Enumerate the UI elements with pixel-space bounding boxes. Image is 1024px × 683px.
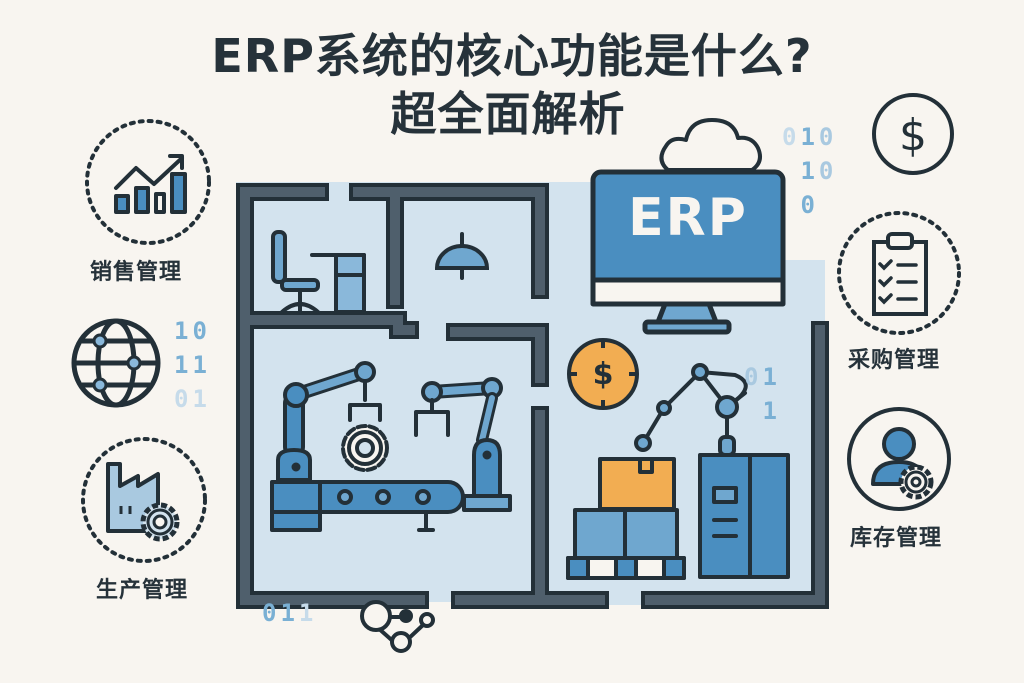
- svg-text:$: $: [593, 357, 614, 392]
- erp-monitor-icon: [590, 169, 786, 335]
- page-title-line1: ERP系统的核心功能是什么?: [211, 29, 813, 83]
- module-inventory-label: 库存管理: [850, 526, 943, 551]
- desk-chair-icon: [271, 230, 366, 314]
- binary-decoration-bottom: 011: [262, 599, 318, 627]
- dollar-circle-icon: $: [872, 93, 954, 175]
- factory-gear-icon: [81, 437, 207, 563]
- module-production-label: 生产管理: [96, 578, 189, 603]
- module-purchasing-label: 采购管理: [848, 348, 941, 373]
- lamp-icon: [434, 232, 490, 280]
- binary-decoration-top-right: 010 10 0: [782, 123, 838, 219]
- monitor-screen-text: ERP: [628, 188, 748, 248]
- user-gear-icon: [847, 407, 951, 511]
- module-production[interactable]: [80, 436, 208, 564]
- module-inventory[interactable]: [846, 406, 952, 512]
- cloud-icon: [659, 118, 762, 172]
- binary-decoration-warehouse: 01 1: [744, 363, 781, 425]
- module-sales[interactable]: [84, 118, 212, 246]
- svg-text:$: $: [899, 110, 927, 161]
- clipboard-checklist-icon: [837, 211, 961, 335]
- globe-network-icon: [71, 318, 161, 408]
- module-purchasing[interactable]: [836, 210, 962, 336]
- page-title-line2: 超全面解析: [390, 87, 626, 141]
- bar-chart-trend-icon: [85, 119, 211, 245]
- module-sales-label: 销售管理: [90, 260, 183, 285]
- production-robots-icon: [270, 361, 512, 532]
- network-nodes-icon: [360, 600, 435, 653]
- warehouse-robot-icon: [566, 363, 790, 580]
- coin-icon: [567, 338, 639, 410]
